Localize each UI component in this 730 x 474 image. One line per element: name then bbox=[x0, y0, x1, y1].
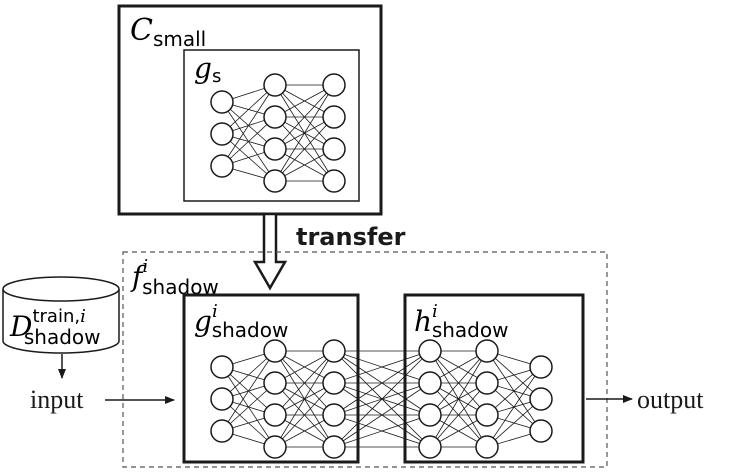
network-node bbox=[529, 419, 553, 443]
output-label: output bbox=[637, 385, 704, 414]
network-node bbox=[210, 154, 234, 178]
network-node bbox=[263, 435, 287, 459]
network-node bbox=[322, 169, 346, 193]
network-node bbox=[322, 339, 346, 363]
network-node bbox=[263, 339, 287, 363]
transfer-arrow bbox=[252, 212, 288, 291]
dataset-cylinder bbox=[2, 276, 120, 354]
network-node bbox=[263, 371, 287, 395]
network-connections bbox=[221, 84, 335, 182]
network-node bbox=[475, 339, 499, 363]
f-shadow-box bbox=[122, 251, 608, 468]
c-small-box bbox=[117, 4, 383, 216]
network-node bbox=[210, 90, 234, 114]
network-node bbox=[475, 403, 499, 427]
c-small-label: Csmall bbox=[130, 13, 206, 51]
transfer-label: transfer bbox=[296, 223, 406, 251]
network-node bbox=[322, 403, 346, 427]
network-node bbox=[418, 435, 442, 459]
network-node bbox=[418, 403, 442, 427]
network-node bbox=[322, 105, 346, 129]
g-s-network bbox=[210, 73, 346, 193]
network-node bbox=[529, 387, 553, 411]
network-node bbox=[210, 387, 234, 411]
network-node bbox=[322, 137, 346, 161]
g-s-box bbox=[183, 49, 360, 202]
h-shadow-box bbox=[403, 293, 585, 464]
network-node bbox=[263, 403, 287, 427]
network-node bbox=[210, 355, 234, 379]
input-label: input bbox=[30, 385, 84, 414]
network-node bbox=[263, 105, 287, 129]
network-node bbox=[418, 339, 442, 363]
g-s-label: gs bbox=[194, 52, 221, 87]
network-node bbox=[322, 435, 346, 459]
network-node bbox=[263, 137, 287, 161]
network-node bbox=[475, 371, 499, 395]
network-node bbox=[529, 355, 553, 379]
network-node bbox=[263, 73, 287, 97]
network-node bbox=[263, 169, 287, 193]
network-node bbox=[322, 371, 346, 395]
network-node bbox=[322, 73, 346, 97]
g-shadow-box bbox=[182, 293, 360, 464]
network-node bbox=[418, 371, 442, 395]
shadow-network bbox=[210, 339, 553, 459]
network-node bbox=[210, 419, 234, 443]
network-node bbox=[475, 435, 499, 459]
network-connections bbox=[221, 350, 542, 448]
network-node bbox=[210, 122, 234, 146]
